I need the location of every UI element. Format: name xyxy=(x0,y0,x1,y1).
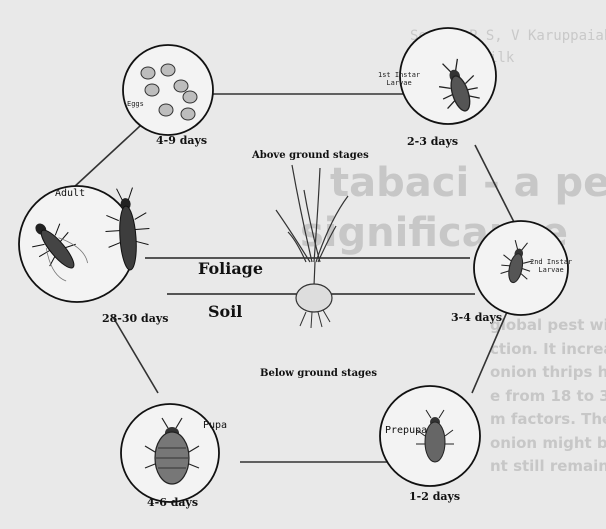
larva2-label-line2: Larvae xyxy=(530,266,572,274)
pupa-label: Pupa xyxy=(203,420,227,431)
larva1-duration: 2-3 days xyxy=(407,135,458,148)
larva2-label-line1: 2nd Instar xyxy=(530,258,572,266)
connector-adult-pupa xyxy=(113,317,158,393)
connector-eggs-adult xyxy=(73,126,140,188)
eggs-duration: 4-9 days xyxy=(156,134,207,147)
larva2-label: 2nd Instar Larvae xyxy=(530,258,572,274)
connector-larva1-larva2 xyxy=(475,145,517,228)
larva2-duration: 3-4 days xyxy=(451,311,502,324)
adult-label: Adult xyxy=(55,188,85,199)
foliage-label: Foliage xyxy=(198,259,263,278)
below-ground-label: Below ground stages xyxy=(260,368,377,379)
larva1-label-line2: Larvae xyxy=(378,79,420,87)
eggs-label: Eggs xyxy=(127,100,144,108)
eggs-circle xyxy=(123,45,213,135)
above-ground-label: Above ground stages xyxy=(252,150,369,161)
onion-plant-illustration xyxy=(276,165,348,328)
larva1-label: 1st Instar Larvae xyxy=(378,71,420,87)
soil-label: Soil xyxy=(208,302,242,321)
pupa-duration: 4-6 days xyxy=(147,496,198,509)
prepupa-duration: 1-2 days xyxy=(409,490,460,503)
larva1-label-line1: 1st Instar xyxy=(378,71,420,79)
prepupa-label: Prepupa xyxy=(385,425,427,436)
adult-duration: 28-30 days xyxy=(102,312,168,325)
